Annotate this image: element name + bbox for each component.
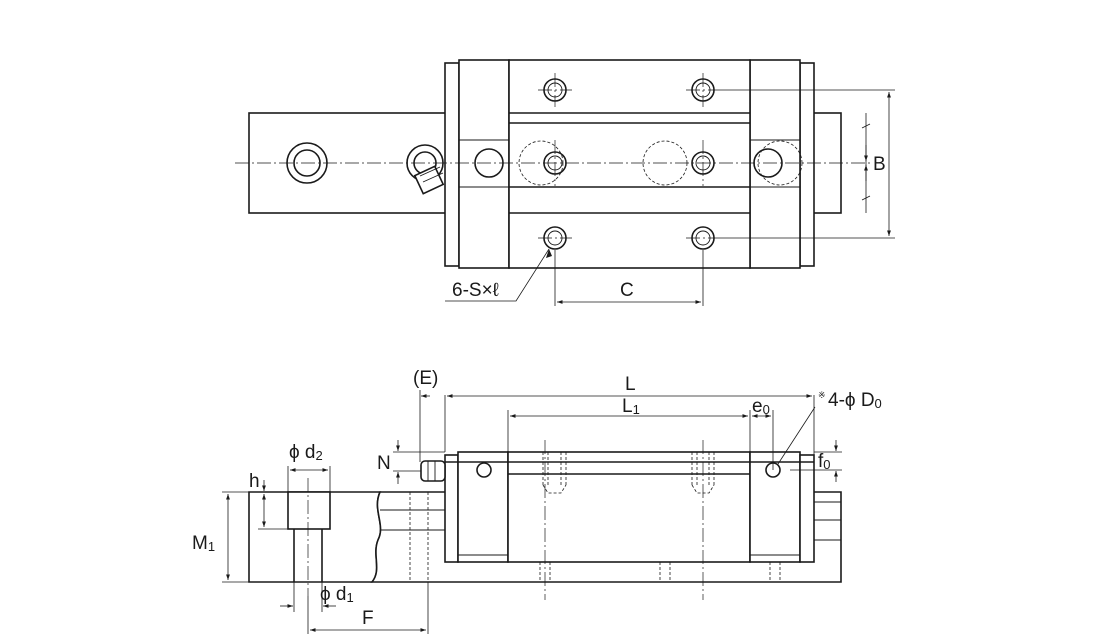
rail-counterbore-side xyxy=(287,491,331,530)
hidden-taps xyxy=(409,452,781,582)
dim-label-D0: 4-ϕ D0 xyxy=(828,390,882,411)
rail-counterbore-hole xyxy=(286,142,328,184)
dim-label-E: (E) xyxy=(413,368,438,389)
tapped-holes xyxy=(538,73,720,250)
top-view: B C 6-S×ℓ xyxy=(235,59,895,306)
dim-label-h: h xyxy=(249,471,260,492)
dim-label-L1: L1 xyxy=(622,396,640,417)
dim-label-M1: M1 xyxy=(192,533,215,554)
dim-label-e0: e0 xyxy=(752,396,770,417)
dim-label-F: F xyxy=(362,608,374,629)
note-mark: ※ xyxy=(818,390,826,400)
carriage-body-side xyxy=(507,451,751,563)
end-cap-right xyxy=(749,59,801,269)
grease-nipple-top xyxy=(406,144,445,195)
end-cap-side-right xyxy=(749,451,801,563)
dim-label-L: L xyxy=(625,374,636,395)
end-cap-side-left xyxy=(457,451,509,563)
end-seal-left xyxy=(444,62,460,267)
screw-callout: 6-S×ℓ xyxy=(452,280,499,301)
end-seal-side-right xyxy=(799,454,815,563)
dim-label-N: N xyxy=(377,453,391,474)
dim-label-f0: f0 xyxy=(818,451,831,472)
dim-label-C: C xyxy=(620,280,634,301)
dim-label-B: B xyxy=(873,154,886,175)
dim-label-d1: ϕ d1 xyxy=(320,584,354,605)
end-seal-side-left xyxy=(444,454,459,563)
end-cap-hole-right xyxy=(753,148,783,178)
grease-hole-left xyxy=(476,462,492,478)
dim-label-d2: ϕ d2 xyxy=(289,442,323,463)
grease-nipple-side xyxy=(420,460,446,482)
side-view: L (E) L1 e0 ※ 4-ϕ D0 f0 xyxy=(192,368,882,634)
end-cap-hole-left xyxy=(474,148,504,178)
end-cap-left xyxy=(458,59,510,269)
